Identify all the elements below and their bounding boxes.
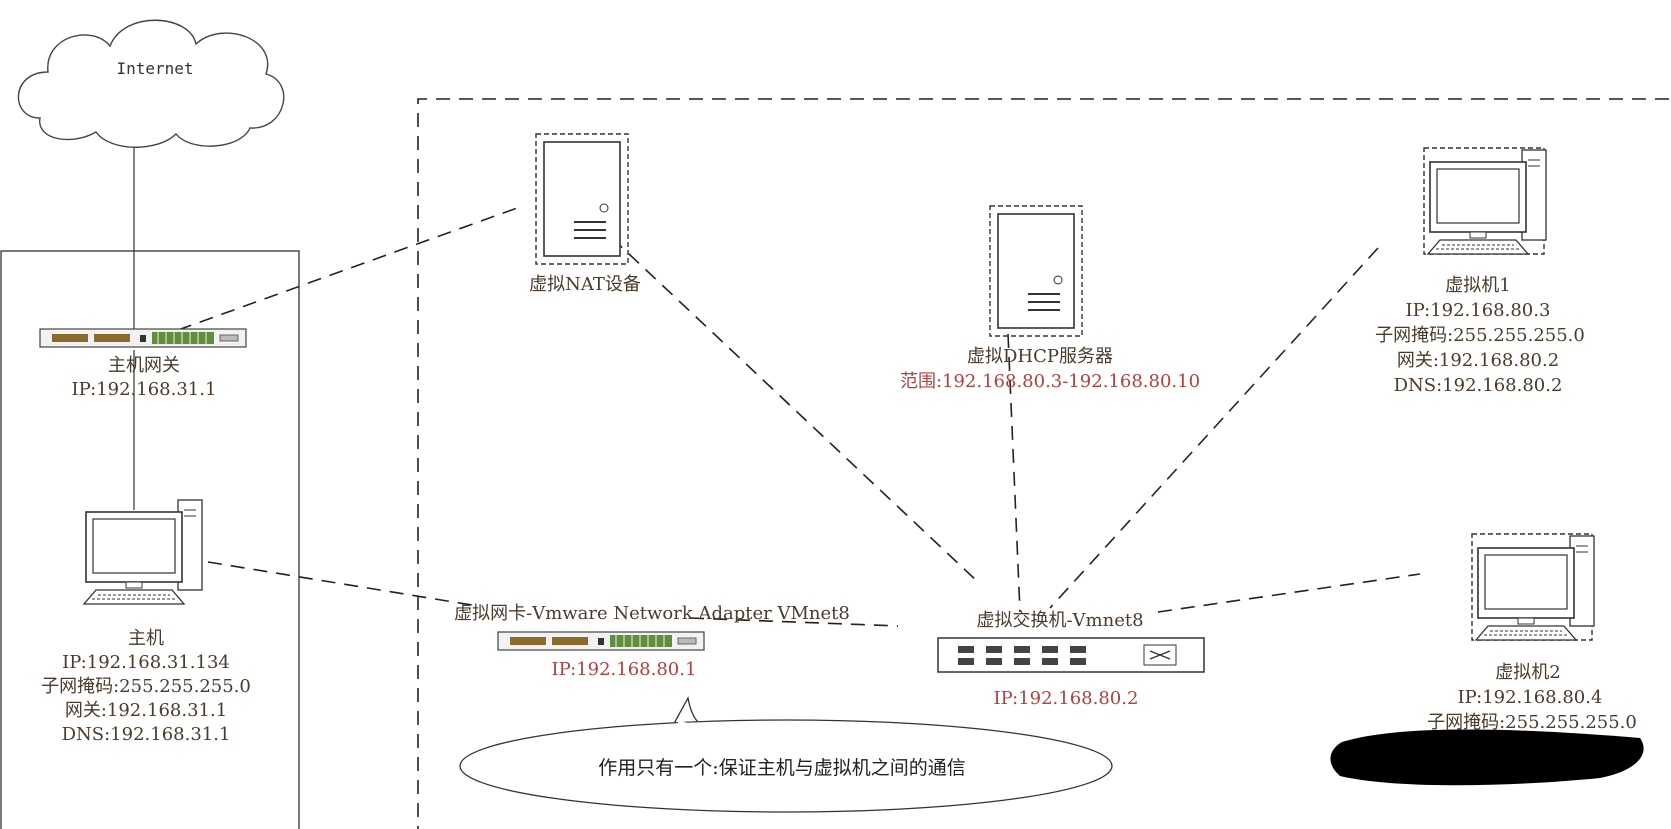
dhcp-server-icon — [997, 213, 1075, 329]
virtual-adapter: 虚拟网卡-Vmware Network Adapter VMnet8 IP:19… — [454, 603, 850, 680]
dhcp-range: 范围:192.168.80.3-192.168.80.10 — [900, 371, 1200, 392]
redaction-mark — [1330, 729, 1644, 786]
dhcp-switch-link — [1007, 333, 1021, 613]
vm2-mask: 子网掩码:255.255.255.0 — [1427, 712, 1637, 733]
vm2-name: 虚拟机2 — [1495, 662, 1560, 683]
vm2-ip: IP:192.168.80.4 — [1458, 687, 1603, 708]
host-gateway-ip: IP:192.168.31.1 — [72, 379, 217, 400]
nat-server-icon — [543, 141, 621, 257]
vm1-name: 虚拟机1 — [1445, 275, 1510, 296]
host-ip: IP:192.168.31.134 — [62, 652, 230, 673]
host-adapter-link — [207, 561, 479, 607]
host-computer-icon — [83, 499, 203, 605]
host-name: 主机 — [128, 628, 164, 649]
adapter-device — [497, 631, 705, 651]
adapter-ip: IP:192.168.80.1 — [552, 659, 697, 680]
nat-device: 虚拟NAT设备 — [529, 133, 641, 295]
dhcp-name: 虚拟DHCP服务器 — [967, 346, 1113, 367]
vm1-mask: 子网掩码:255.255.255.0 — [1375, 325, 1585, 346]
vswitch-name: 虚拟交换机-Vmnet8 — [976, 610, 1143, 631]
host-dns: DNS:192.168.31.1 — [62, 724, 231, 745]
host-gateway: 网关:192.168.31.1 — [65, 700, 227, 721]
host-computer: 主机 IP:192.168.31.134 子网掩码:255.255.255.0 … — [41, 499, 251, 745]
host-mask: 子网掩码:255.255.255.0 — [41, 676, 251, 697]
vm1: 虚拟机1 IP:192.168.80.3 子网掩码:255.255.255.0 … — [1375, 147, 1585, 396]
connections — [133, 148, 1421, 627]
host-boundary — [0, 250, 300, 829]
host-gateway-name: 主机网关 — [108, 355, 180, 376]
vswitch-ip: IP:192.168.80.2 — [994, 688, 1139, 709]
host-gateway-device — [39, 328, 247, 348]
gateway-nat-link — [177, 206, 521, 331]
note-bubble: 作用只有一个:保证主机与虚拟机之间的通信 — [459, 696, 1113, 813]
nat-name: 虚拟NAT设备 — [529, 274, 641, 295]
virtual-network-boundary — [417, 98, 1671, 829]
internet-label: Internet — [116, 59, 193, 78]
internet-cloud: Internet — [17, 19, 285, 148]
dhcp-server: 虚拟DHCP服务器 范围:192.168.80.3-192.168.80.10 — [900, 205, 1200, 392]
adapter-name: 虚拟网卡-Vmware Network Adapter VMnet8 — [454, 603, 850, 624]
note-text: 作用只有一个:保证主机与虚拟机之间的通信 — [598, 757, 965, 779]
host-gateway: 主机网关 IP:192.168.31.1 — [39, 328, 247, 400]
vm1-dns: DNS:192.168.80.2 — [1394, 375, 1563, 396]
nat-switch-link — [611, 237, 979, 583]
vm1-gateway: 网关:192.168.80.2 — [1397, 350, 1559, 371]
vm1-computer-icon — [1427, 149, 1547, 255]
virtual-switch: 虚拟交换机-Vmnet8 IP:192.168.80.2 — [937, 610, 1205, 709]
vm1-ip: IP:192.168.80.3 — [1406, 300, 1551, 321]
vm1-switch-link — [1049, 247, 1379, 609]
vm2-switch-link — [1157, 573, 1421, 613]
adapter-switch-link — [689, 617, 899, 627]
vm2-computer-icon — [1475, 535, 1595, 641]
vm2: 虚拟机2 IP:192.168.80.4 子网掩码:255.255.255.0 — [1427, 533, 1637, 733]
